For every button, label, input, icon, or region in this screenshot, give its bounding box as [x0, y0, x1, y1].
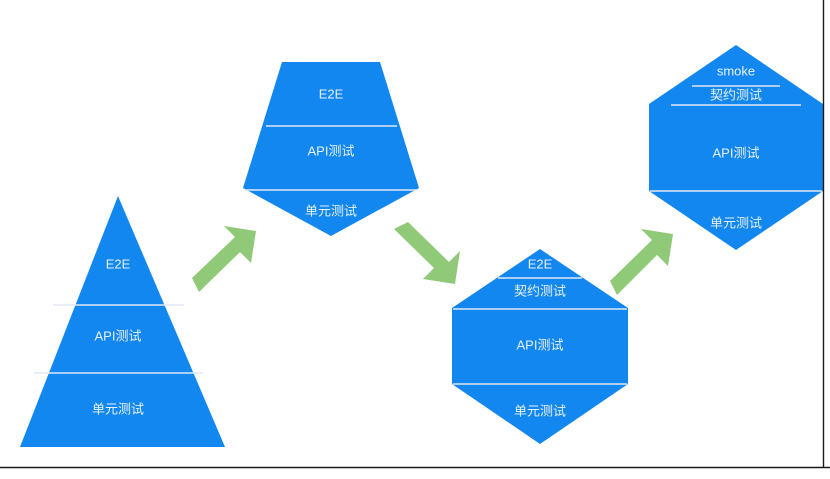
- shape-4-body[interactable]: [649, 45, 823, 250]
- shape-2-layer-label-2: 单元测试: [305, 203, 357, 218]
- shape-2-layer-label-1: API测试: [308, 143, 355, 158]
- shape-1-test-pyramid-triangle[interactable]: E2E API测试 单元测试: [20, 196, 225, 447]
- shape-4-test-pyramid-hexagon-smoke[interactable]: smoke 契约测试 API测试 单元测试: [649, 45, 823, 250]
- shape-2-test-pyramid-pentagon[interactable]: E2E API测试 单元测试: [243, 62, 419, 236]
- shape-4-layer-label-0: smoke: [717, 63, 755, 78]
- shape-4-layer-label-1: 契约测试: [710, 87, 762, 102]
- shape-1-body[interactable]: [20, 196, 225, 447]
- arrow-3-up-right[interactable]: [610, 229, 673, 295]
- shape-4-layer-label-3: 单元测试: [710, 215, 762, 230]
- shape-2-layer-label-0: E2E: [319, 86, 344, 101]
- shape-3-layer-label-3: 单元测试: [514, 403, 566, 418]
- shape-4-layer-label-2: API测试: [713, 145, 760, 160]
- shape-3-layer-label-2: API测试: [517, 337, 564, 352]
- shape-1-layer-label-0: E2E: [106, 256, 131, 271]
- shape-1-layer-label-1: API测试: [95, 328, 142, 343]
- arrow-1-body[interactable]: [192, 226, 256, 292]
- shape-3-body[interactable]: [452, 249, 628, 444]
- shape-3-test-pyramid-hexagon[interactable]: E2E 契约测试 API测试 单元测试: [452, 249, 628, 444]
- arrow-3-body[interactable]: [610, 229, 673, 295]
- arrow-1-up-right[interactable]: [192, 226, 256, 292]
- arrow-2-down-right[interactable]: [394, 222, 460, 284]
- shape-3-layer-label-1: 契约测试: [514, 283, 566, 298]
- shape-2-body[interactable]: [243, 62, 419, 236]
- shape-3-layer-label-0: E2E: [528, 256, 553, 271]
- arrow-2-body[interactable]: [394, 222, 460, 284]
- shape-1-layer-label-2: 单元测试: [92, 401, 144, 416]
